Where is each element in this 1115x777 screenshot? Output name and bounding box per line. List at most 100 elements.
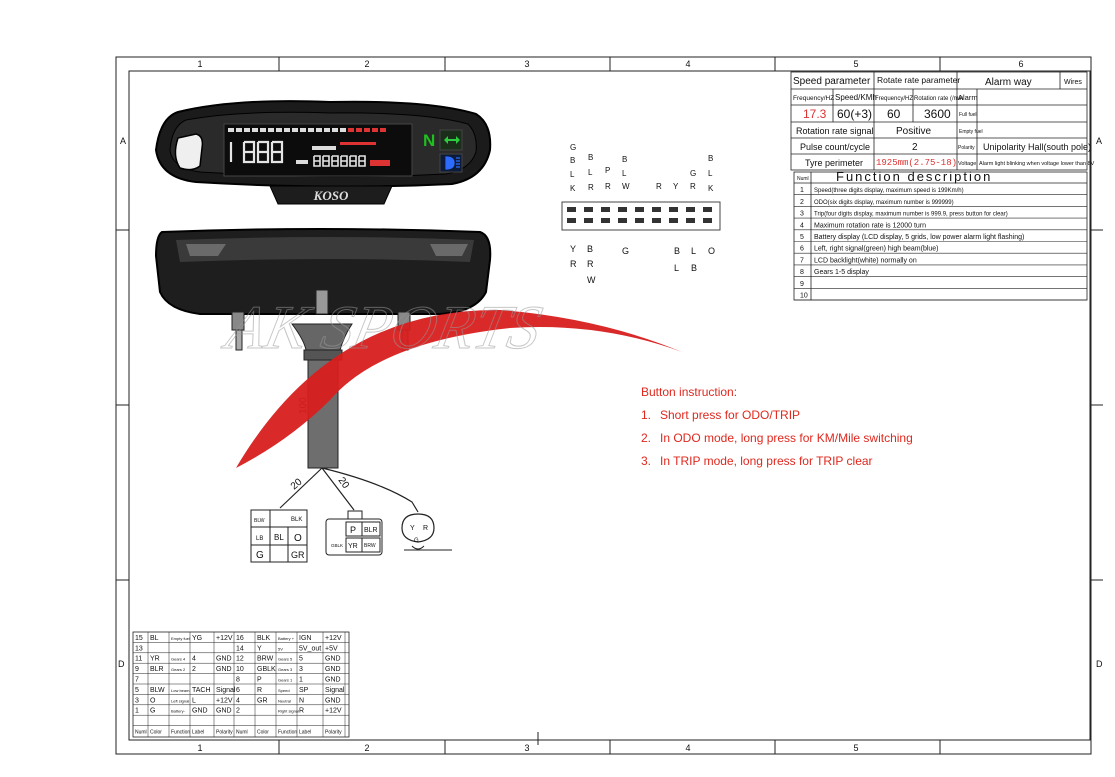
pin-table-cell: Gears 5	[278, 657, 293, 662]
pin-letter: R	[690, 182, 696, 191]
function-header-num: Numl	[797, 176, 809, 182]
connector-pin	[703, 207, 712, 212]
connector-pin-letters: G B L K B L R P R B L W R Y R G B L K	[570, 143, 714, 193]
pin-table-cell: 3	[135, 697, 139, 704]
bottom-col-label-3: 3	[524, 743, 529, 753]
pin-table-cell: IGN	[299, 635, 311, 642]
pin-letter: G	[570, 143, 576, 152]
lcd-screen	[223, 123, 413, 177]
pin-letter: R	[587, 259, 594, 269]
pin-letter: L	[588, 168, 593, 177]
connector-16pin-grid	[561, 201, 721, 231]
function-row-num: 2	[800, 199, 804, 206]
pin-letter: K	[570, 184, 576, 193]
pin-table-cell: Gears 3	[278, 667, 293, 672]
connector-pin	[601, 207, 610, 212]
pin-cell: R	[423, 525, 428, 532]
connector-pin	[669, 207, 678, 212]
button-instruction-item-1: 1.Short press for ODO/TRIP	[641, 408, 1001, 422]
pin-letter: B	[570, 156, 575, 165]
connector-4pin: P BLR GBLK YR BRW	[325, 510, 383, 556]
pin-table-cell: BLW	[150, 687, 165, 694]
pin-table-cell: GND	[192, 708, 208, 715]
pin-cell: BLW	[254, 518, 265, 524]
button-instruction: Button instruction: 1.Short press for OD…	[641, 385, 1001, 477]
pin-letter: R	[588, 183, 594, 192]
lcd-tach-segments	[228, 128, 386, 132]
pin-table-cell: +12V	[216, 697, 233, 704]
pin-table-cell: Empty fuel	[171, 636, 190, 641]
button-instruction-title: Button instruction:	[641, 385, 738, 399]
param-header-alarm: Alarm way	[985, 77, 1032, 88]
param-value-freq2: 60	[887, 107, 901, 121]
pin-letter: R	[570, 259, 577, 269]
speedometer-front-view: N KOSO	[154, 100, 492, 205]
connector-pin	[618, 207, 627, 212]
watermark: AK SPORTS	[217, 292, 682, 468]
col-label-1: 1	[197, 59, 202, 69]
pin-table-cell: Signal	[216, 687, 236, 694]
bottom-col-label-2: 2	[364, 743, 369, 753]
pin-table-cell: Low beam	[171, 688, 190, 693]
pin-table-cell: GND	[216, 666, 232, 673]
pin-table-cell: GND	[325, 677, 341, 684]
connector-bottom-letters: Y R B R W G B L L B O	[570, 244, 715, 285]
connector-pin	[567, 218, 576, 223]
param-value-rotation-signal: Positive	[896, 126, 931, 137]
pin-table-cell: GND	[325, 666, 341, 673]
pin-table-cell: 13	[135, 645, 143, 652]
pin-table-cell: +5V	[325, 645, 338, 652]
pin-cell: Y	[410, 525, 415, 532]
cable-branches	[279, 467, 419, 513]
pin-table-cell: +12V	[325, 708, 342, 715]
pin-letter: W	[622, 182, 630, 191]
pin-table-cell: TACH	[192, 687, 211, 694]
function-row-num: 6	[800, 246, 804, 253]
connector-pin	[652, 207, 661, 212]
pin-table-cell: GR	[257, 697, 268, 704]
col-label-5: 5	[853, 59, 858, 69]
pin-table-cell: Speed	[278, 688, 290, 693]
param-sub: Frequency/HZ	[793, 95, 834, 102]
pin-table-cell: BL	[150, 635, 159, 642]
pin-table-cell: GND	[216, 656, 232, 663]
pin-table-cell: GND	[216, 708, 232, 715]
pin-letter: L	[570, 170, 575, 179]
pin-table-footer: Polarity	[325, 730, 342, 736]
pin-table-cell: GBLK	[257, 666, 276, 673]
pin-letter: G	[622, 246, 629, 256]
pin-table-cell: YR	[150, 656, 160, 663]
param-value-polarity: Unipolarity Hall(south pole)	[983, 142, 1091, 152]
pin-table-cell: Signal	[325, 687, 345, 694]
pin-table-cell: GND	[325, 656, 341, 663]
connector-pin	[703, 218, 712, 223]
connector-pin	[669, 218, 678, 223]
pin-table-cell: 5	[135, 687, 139, 694]
param-label-rotation-signal: Rotation rate signal	[796, 126, 874, 136]
pin-letter: R	[605, 182, 611, 191]
pin-cell: BL	[274, 533, 284, 542]
param-header-wires: Wires	[1064, 79, 1082, 86]
top-column-ruler: 1 2 3 4 5 6	[197, 57, 1024, 71]
param-value-pulse: 2	[912, 142, 918, 153]
connector-pin	[686, 218, 695, 223]
col-label-3: 3	[524, 59, 529, 69]
function-row-num: 7	[800, 257, 804, 264]
param-label-pulse: Pulse count/cycle	[800, 142, 870, 152]
function-row-num: 8	[800, 269, 804, 276]
watermark-text: AK SPORTS	[217, 293, 547, 362]
pin-table-cell: L	[192, 697, 196, 704]
speedometer-side-view: 100	[154, 228, 492, 469]
function-row-text: ODO(six digits display, maximum number i…	[814, 200, 954, 206]
param-label-tyre: Tyre perimeter	[805, 158, 863, 168]
bottom-col-label-5: 5	[853, 743, 858, 753]
bottom-col-label-4: 4	[685, 743, 690, 753]
pin-table-cell: 10	[236, 666, 244, 673]
function-row-text: Battery display (LCD display, 5 grids, l…	[814, 234, 1024, 241]
pin-table-cell: 5	[299, 656, 303, 663]
pin-letter: B	[587, 244, 593, 254]
param-sub: Alarm	[958, 93, 978, 102]
pin-cell: BLR	[364, 527, 378, 534]
pin-table-footer: Color	[257, 730, 269, 736]
pin-table-cell: G	[150, 708, 155, 715]
